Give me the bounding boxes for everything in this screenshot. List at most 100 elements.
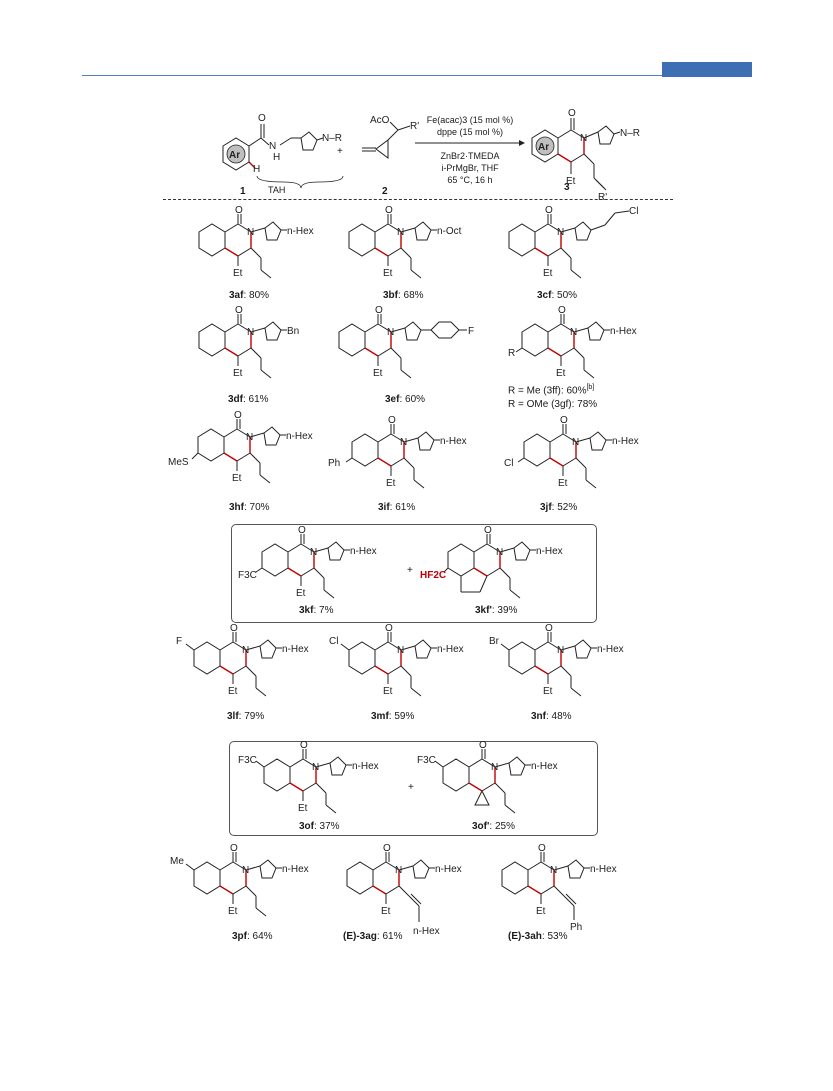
- structure-3nf: Br O N Et n-Hex: [489, 623, 624, 697]
- structure-3kf: F3C O N Et n-Hex: [238, 525, 377, 599]
- compound-3-number: 3: [564, 182, 570, 193]
- br-label: Br: [489, 636, 500, 647]
- caption-3kf-prime: 3kf': 39%: [475, 605, 518, 616]
- plus-sign: +: [407, 565, 413, 576]
- et-label: Et: [383, 268, 393, 279]
- n-label: N: [247, 327, 254, 338]
- caption-3hf: 3hf: 70%: [229, 502, 270, 513]
- o-label: O: [538, 843, 546, 854]
- structure-3ff-3gf: R O N Et n-Hex: [508, 305, 637, 379]
- o-label: O: [230, 623, 238, 634]
- et-label: Et: [232, 473, 242, 484]
- structure-3jf: Cl O N Et n-Hex: [504, 415, 639, 489]
- compound-1-number: 1: [240, 186, 246, 197]
- substituent-label: n-Hex: [531, 761, 558, 772]
- structure-3hf: MeS O N Et n-Hex: [168, 410, 313, 484]
- n-label: N: [397, 227, 404, 238]
- plus-sign: +: [337, 146, 343, 157]
- nr-label: N–R: [620, 128, 640, 139]
- structure-3cf: O N Et Cl: [508, 205, 638, 279]
- et-label: Et: [298, 803, 308, 814]
- structure-3kf-prime: HF2C O N n-Hex: [420, 525, 563, 599]
- hf2c-label: HF2C: [420, 570, 446, 581]
- aco-label: AcO: [370, 115, 390, 126]
- o-label: O: [545, 623, 553, 634]
- substituent-label: Cl: [629, 206, 638, 217]
- structure-3lf: F O N Et n-Hex: [176, 623, 309, 697]
- n-label: N: [550, 865, 557, 876]
- caption-3ef: 3ef: 60%: [385, 394, 426, 405]
- substituent-label: Bn: [287, 326, 299, 337]
- condition-line-2: dppe (15 mol %): [436, 127, 504, 137]
- mes-label: MeS: [168, 457, 189, 468]
- structure-3of: F3C O N Et n-Hex: [238, 740, 379, 814]
- r-prime-label: R': [410, 121, 419, 132]
- o-label: O: [385, 205, 393, 216]
- substituent-label: n-Hex: [536, 546, 563, 557]
- et-label: Et: [543, 686, 553, 697]
- caption-3pf: 3pf: 64%: [232, 931, 273, 942]
- substituent-label: n-Hex: [286, 431, 313, 442]
- et-label: Et: [386, 478, 396, 489]
- caption-3cf: 3cf: 50%: [537, 290, 578, 301]
- reaction-arrow: [415, 140, 525, 146]
- condition-line-3: ZnBr2·TMEDA: [440, 151, 500, 161]
- substituent-label: n-Hex: [282, 864, 309, 875]
- n-label: N: [242, 645, 249, 656]
- compound-2-number: 2: [382, 186, 388, 197]
- n-label: N: [496, 547, 503, 558]
- caption-3of: 3of: 37%: [299, 821, 340, 832]
- nr-label: N–R: [322, 133, 342, 144]
- ph-label: Ph: [328, 458, 340, 469]
- n-label: N: [387, 327, 394, 338]
- cf3-label: F3C: [238, 570, 257, 581]
- n-label: N: [310, 547, 317, 558]
- r-prime-label: R': [598, 192, 607, 203]
- substituent-label: n-Hex: [287, 226, 314, 237]
- ar-label: Ar: [538, 142, 549, 153]
- substituent-label: n-Hex: [597, 644, 624, 655]
- scheme-divider: [163, 199, 673, 200]
- f-label: F: [176, 636, 182, 647]
- o-label: O: [298, 525, 306, 536]
- n-label: N: [580, 133, 587, 144]
- n-label: N: [395, 865, 402, 876]
- n-label: N: [400, 437, 407, 448]
- structure-3of-prime: F3C O N n-Hex: [417, 740, 558, 814]
- n-label: N: [247, 227, 254, 238]
- et-label: Et: [383, 686, 393, 697]
- caption-3gf: R = OMe (3gf): 78%: [508, 399, 598, 410]
- o-label: O: [558, 305, 566, 316]
- header-tab: [662, 62, 752, 77]
- structure-3af: O N Et n-Hex: [198, 205, 314, 279]
- o-label: O: [484, 525, 492, 536]
- o-label: O: [375, 305, 383, 316]
- condition-line-5: 65 °C, 16 h: [447, 175, 493, 185]
- cf3-label: F3C: [417, 755, 436, 766]
- caption-3of-prime: 3of': 25%: [472, 821, 515, 832]
- substituent-label: F: [468, 326, 474, 337]
- et-label: Et: [566, 176, 576, 187]
- substituent-label: n-Hex: [440, 436, 467, 447]
- et-label: Et: [228, 686, 238, 697]
- o-label: O: [385, 623, 393, 634]
- o-label: O: [479, 740, 487, 751]
- caption-3nf: 3nf: 48%: [531, 711, 572, 722]
- caption-e-3ah: (E)-3ah: 53%: [508, 931, 568, 942]
- structure-3df: O N Et Bn: [198, 305, 299, 379]
- reactant-2-structure: AcO R': [362, 115, 419, 159]
- caption-3ff: R = Me (3ff): 60%[b]: [508, 384, 595, 397]
- et-label: Et: [543, 268, 553, 279]
- substituent-label: n-Hex: [612, 436, 639, 447]
- h-label: H: [253, 164, 260, 175]
- et-label: Et: [373, 368, 383, 379]
- n-label: N: [572, 437, 579, 448]
- o-label: O: [568, 108, 576, 119]
- me-label: Me: [170, 856, 184, 867]
- substituent-label: n-Oct: [437, 226, 462, 237]
- n-label: N: [246, 432, 253, 443]
- o-label: O: [258, 113, 266, 124]
- n-label: N: [397, 645, 404, 656]
- caption-3mf: 3mf: 59%: [371, 711, 415, 722]
- o-label: O: [234, 410, 242, 421]
